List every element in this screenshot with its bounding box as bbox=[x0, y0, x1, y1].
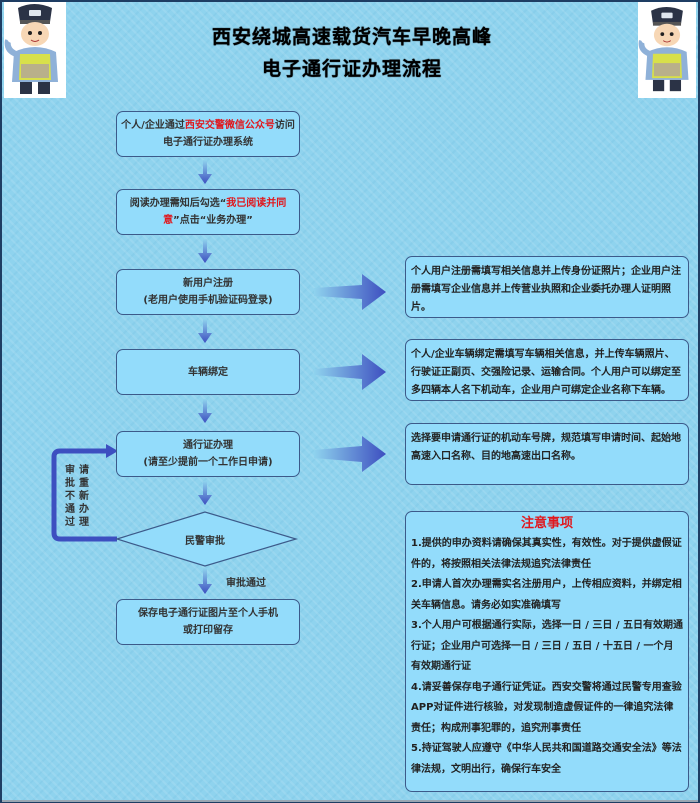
notice-panel: 注意事项 1.提供的申办资料请确保其真实性，有效性。对于提供虚假证件的，将按照相… bbox=[405, 511, 689, 792]
approved-label: 审批通过 bbox=[226, 578, 266, 589]
police-mascot-right bbox=[638, 2, 696, 98]
step-visit-system: 个人/企业通过西安交警微信公众号访问 电子通行证办理系统 bbox=[116, 111, 300, 157]
page-title-line1: 西安绕城高速载货汽车早晚高峰 bbox=[211, 26, 492, 48]
loop-back-arrow-icon bbox=[51, 444, 118, 542]
police-mascot-icon bbox=[638, 6, 689, 92]
reapply-label: 请 重 新 办 理 bbox=[79, 465, 89, 528]
note-vehicle-binding: 个人/企业车辆绑定需填写车辆相关信息，并上传车辆照片、行驶证正副页、交强险记录、… bbox=[405, 339, 689, 401]
step-vehicle-binding: 车辆绑定 bbox=[116, 349, 300, 395]
page-title-line2: 电子通行证办理流程 bbox=[261, 58, 442, 80]
step-read-agree: 阅读办理需知后勾选“我已阅读并同 意”点击“业务办理” bbox=[116, 189, 300, 235]
note-permit: 选择要申请通行证的机动车号牌，规范填写申请时间、起始地高速入口名称、目的地高速出… bbox=[405, 423, 689, 485]
police-mascot-icon bbox=[4, 4, 58, 94]
decision-diamond bbox=[114, 511, 299, 567]
step-register: 新用户注册 (老用户使用手机验证码登录) bbox=[116, 269, 300, 315]
right-arrow-icon bbox=[314, 274, 386, 472]
notice-item: 4.请妥善保存电子通行证凭证。西安交警将通过民警专用查验APP对证件进行核验，对… bbox=[411, 681, 682, 734]
rejected-label: 审 批 不 通 过 bbox=[65, 465, 75, 528]
wechat-account-highlight: 西安交警微信公众号 bbox=[184, 120, 275, 131]
step-permit-apply: 通行证办理 (请至少提前一个工作日申请) bbox=[116, 431, 300, 477]
police-mascot-left bbox=[4, 2, 66, 98]
notice-title: 注意事项 bbox=[520, 516, 573, 531]
notice-item: 5.持证驾驶人应遵守《中华人民共和国道路交通安全法》等法律法规，文明出行，确保行… bbox=[411, 743, 682, 775]
decision-label: 民警审批 bbox=[185, 536, 225, 547]
notice-item: 1.提供的申办资料请确保其真实性，有效性。对于提供虚假证件的，将按照相关法律法规… bbox=[411, 538, 682, 570]
notice-item: 3.个人用户可根据通行实际，选择一日 / 三日 / 五日有效期通行证；企业用户可… bbox=[411, 620, 683, 672]
step-save-permit: 保存电子通行证图片至个人手机 或打印留存 bbox=[116, 599, 300, 645]
notice-item: 2.申请人首次办理需实名注册用户，上传相应资料，并绑定相关车辆信息。请务必如实准… bbox=[411, 579, 682, 611]
note-registration: 个人用户注册需填写相关信息并上传身份证照片；企业用户注册需填写企业信息并上传营业… bbox=[405, 256, 689, 318]
down-arrow-icon bbox=[198, 160, 212, 594]
